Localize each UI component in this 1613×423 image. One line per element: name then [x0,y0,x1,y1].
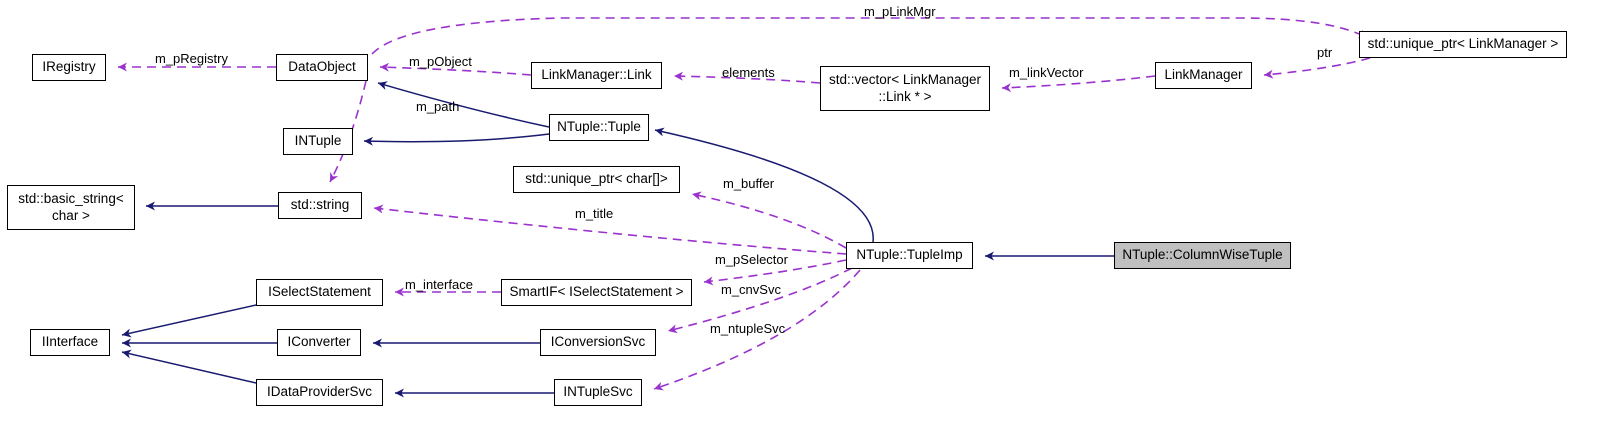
edge-label-m_pRegistry: m_pRegistry [155,51,228,66]
class-node-intuplesvc[interactable]: INTupleSvc [554,379,642,406]
class-node-label: LinkManager [1164,67,1243,83]
class-node-label: IConverter [287,334,351,350]
class-node-label: ISelectStatement [268,284,371,300]
class-node-smartif[interactable]: SmartIF< ISelectStatement > [501,279,692,306]
edge-m_pObject [379,62,532,76]
class-node-iinterface[interactable]: IInterface [30,329,110,356]
class-node-label: INTuple [294,133,342,149]
class-node-iselectstatement[interactable]: ISelectStatement [256,279,383,306]
edge-label-m_title: m_title [575,206,614,221]
edge-iselect-iinterface [121,304,257,338]
edge-label-ptr: ptr [1317,45,1333,60]
edge-label-elements: elements [722,65,775,80]
class-node-linkmanager[interactable]: LinkManager [1155,62,1252,89]
class-node-iconverter[interactable]: IConverter [277,329,361,356]
class-node-label: std::unique_ptr< char[]> [525,171,668,187]
class-node-label: NTuple::ColumnWiseTuple [1122,247,1283,263]
edge-m_path [329,80,367,183]
class-node-label: IRegistry [42,59,96,75]
edge-label-m_ntupleSvc: m_ntupleSvc [710,321,786,336]
class-node-linkmanagerlink[interactable]: LinkManager::Link [531,62,662,89]
class-node-columnwisetuple[interactable]: NTuple::ColumnWiseTuple [1114,242,1291,269]
class-node-label: std::unique_ptr< LinkManager > [1367,36,1559,52]
edge-tuple-intuple [363,133,550,146]
class-node-label: LinkManager::Link [541,67,652,83]
class-node-label: std::string [290,197,350,213]
usage-edges [118,17,1371,391]
edge-idataprovider-iinterface [121,349,257,384]
class-node-label: IDataProviderSvc [266,384,373,400]
class-node-label: NTuple::TupleImp [856,247,963,263]
class-node-dataobject[interactable]: DataObject [276,54,368,81]
class-node-label: SmartIF< ISelectStatement > [509,284,684,300]
class-node-label: DataObject [288,59,356,75]
edge-elements [673,71,821,84]
edge-ptr [1263,57,1371,79]
edge-tupleimp-tuple [654,127,874,243]
class-node-label: INTupleSvc [563,384,633,400]
edge-label-m_buffer: m_buffer [723,176,775,191]
class-node-basicstring[interactable]: std::basic_string< char > [7,185,135,230]
inheritance-edges [121,81,1114,398]
edge-label-m_path: m_path [416,99,460,114]
class-node-iregistry[interactable]: IRegistry [32,54,106,81]
class-node-label: IInterface [41,334,99,350]
class-node-label: std::basic_string< char > [18,190,124,223]
edge-label-m_cnvSvc: m_cnvSvc [721,282,781,297]
class-node-label: std::vector< LinkManager ::Link * > [829,71,981,104]
edge-label-m_interface: m_interface [405,277,473,292]
edge-m_buffer [691,191,847,249]
class-node-idataprovidersvc[interactable]: IDataProviderSvc [256,379,383,406]
class-node-uniqueptrlm[interactable]: std::unique_ptr< LinkManager > [1359,31,1567,58]
class-node-uniqueptrchar[interactable]: std::unique_ptr< char[]> [513,166,680,193]
class-node-vectorlink[interactable]: std::vector< LinkManager ::Link * > [820,66,990,111]
edge-m_ntupleSvc [653,269,861,391]
edge-label-m_pSelector: m_pSelector [715,252,788,267]
edge-label-m_pObject: m_pObject [409,54,472,69]
class-node-label: NTuple::Tuple [557,119,641,135]
class-node-stdstring[interactable]: std::string [278,192,362,219]
class-node-ntupletupleimp[interactable]: NTuple::TupleImp [846,242,973,269]
edge-label-m_pLinkMgr: m_pLinkMgr [864,4,936,19]
class-node-iconversionsvc[interactable]: IConversionSvc [540,329,656,356]
edge-m_linkVector [1001,75,1156,93]
class-node-ntupletuple[interactable]: NTuple::Tuple [549,114,649,141]
edge-tuple-dataobject [377,81,550,128]
edge-m_pLinkMgr [371,17,1369,55]
edge-m_pSelector [703,259,847,286]
edge-label-m_linkVector: m_linkVector [1009,65,1084,80]
edge-m_cnvSvc [667,267,853,334]
class-node-intuple[interactable]: INTuple [283,128,353,155]
class-node-label: IConversionSvc [550,334,646,350]
